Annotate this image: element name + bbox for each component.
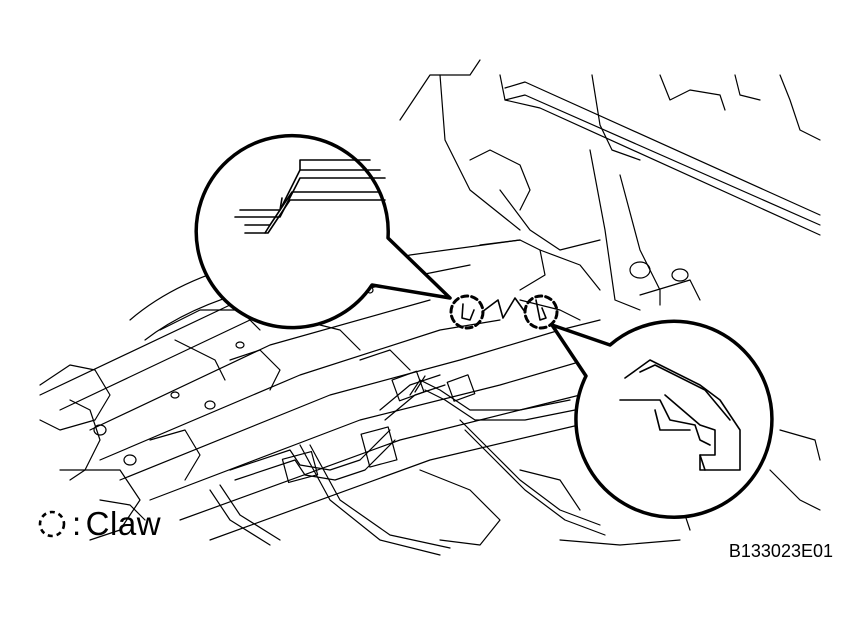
claw-marker-right <box>525 296 557 328</box>
claw-symbol-icon <box>36 508 68 540</box>
claw-profile-right <box>620 360 740 470</box>
claw-marker-left <box>451 296 483 328</box>
legend: : Claw <box>36 505 161 543</box>
figure-code: B133023E01 <box>728 541 833 561</box>
claw-profile-left <box>235 160 385 233</box>
legend-label: Claw <box>85 505 162 542</box>
callout-left-claw-detail <box>196 136 450 328</box>
claw-link-line <box>482 298 525 318</box>
legend-separator: : <box>72 505 82 542</box>
callout-right-claw-detail <box>552 321 772 517</box>
